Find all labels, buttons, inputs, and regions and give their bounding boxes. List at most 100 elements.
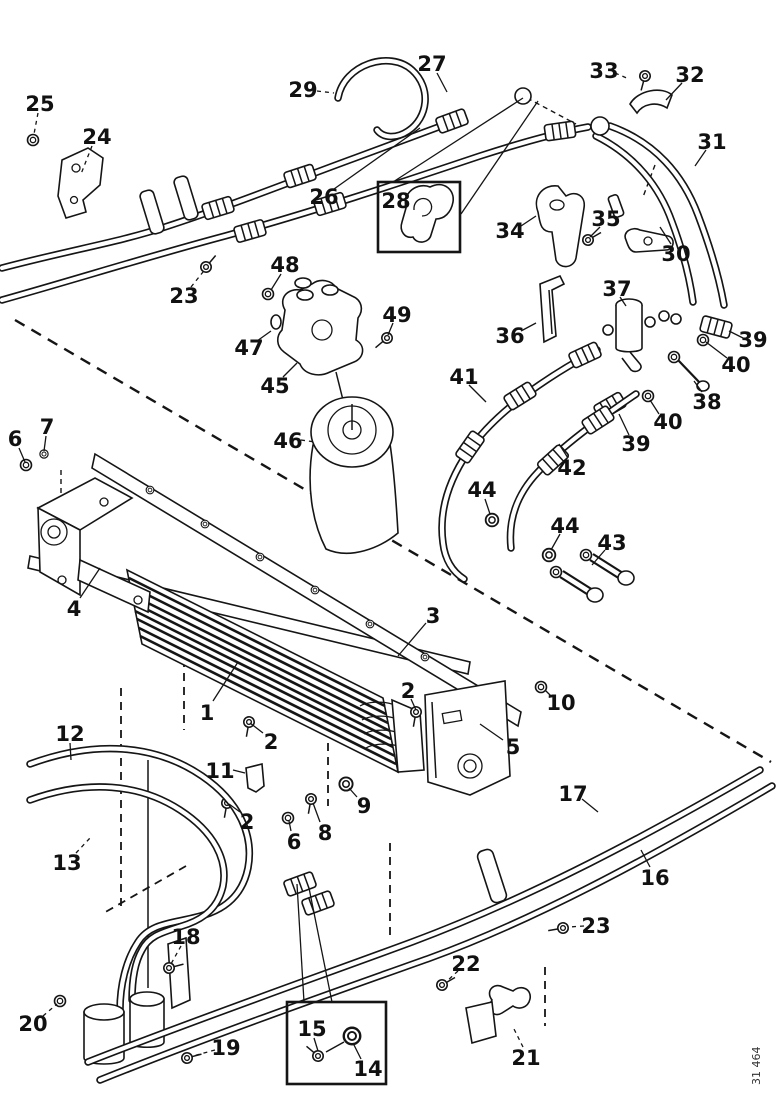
callout-8-10: 8 [318, 821, 333, 845]
hose-clamp-strap [139, 189, 165, 235]
leader-line-38 [693, 380, 703, 393]
leader-line-34 [520, 215, 537, 227]
leader-line-10 [544, 689, 553, 698]
clamp-28 [400, 183, 454, 243]
callout-6-7: 6 [8, 427, 23, 451]
leader-line-17 [581, 798, 599, 813]
callout-2-2: 2 [240, 810, 255, 834]
callout-2-3: 2 [401, 679, 416, 703]
valve-and-fittings-assembly [438, 274, 734, 603]
leader-line-49 [387, 322, 394, 336]
leader-line-3 [397, 622, 427, 657]
clamp-21 [488, 984, 531, 1016]
callout-38-41: 38 [692, 390, 721, 414]
callout-35-38: 35 [591, 207, 620, 231]
leader-line-32 [665, 82, 683, 101]
clip-11 [245, 762, 265, 793]
leader-line-1 [212, 661, 239, 702]
leader-line-11 [232, 769, 246, 774]
callout-16-18: 16 [640, 866, 669, 890]
callout-19-21: 19 [211, 1036, 240, 1060]
callout-34-37: 34 [495, 219, 524, 243]
clamp-32 [629, 89, 673, 115]
leader-line-16 [640, 849, 651, 868]
leader-line-33 [614, 72, 630, 80]
oil-cooler-core-1 [125, 568, 425, 774]
leader-line-39 [618, 413, 630, 436]
drawing-number: 31 464 [750, 1047, 763, 1086]
nut-25 [26, 133, 40, 147]
callout-17-19: 17 [558, 782, 587, 806]
panel-plane-dashed-line [14, 318, 772, 764]
leader-line-2 [228, 803, 241, 813]
callout-44-50: 44 [550, 514, 579, 538]
nut-40 [696, 333, 710, 347]
callout-23-26: 23 [581, 914, 610, 938]
elbow-fitting [83, 991, 165, 1065]
pipe-clamp-strap [476, 848, 508, 904]
callout-36-39: 36 [495, 324, 524, 348]
leader-line-25 [33, 112, 39, 135]
leader-line-39 [728, 330, 744, 339]
inset-boxes [285, 97, 539, 1086]
callout-48-54: 48 [270, 253, 299, 277]
callout-49-55: 49 [382, 303, 411, 327]
callout-40-44: 40 [721, 353, 750, 377]
leader-line-44 [484, 498, 491, 515]
leader-line-24 [80, 145, 93, 175]
callout-42-47: 42 [557, 456, 586, 480]
callout-7-9: 7 [40, 415, 55, 439]
leader-line-26 [333, 127, 421, 190]
callout-13-15: 13 [52, 851, 81, 875]
clamp-21-base [465, 1001, 497, 1045]
grommet-9 [338, 776, 354, 792]
leader-line-31 [694, 149, 707, 167]
leader-line-20 [42, 1003, 58, 1017]
callout-30-33: 30 [661, 242, 690, 266]
filter-adapter-45 [276, 279, 364, 376]
callout-labels: 1222345667891011121314151617181920212223… [8, 52, 768, 1081]
leader-line-44 [550, 533, 561, 551]
callout-6-8: 6 [287, 830, 302, 854]
callout-47-53: 47 [234, 336, 263, 360]
grommet-14 [342, 1026, 362, 1046]
inset-pointer-line [308, 887, 333, 1003]
leader-line-42 [558, 443, 569, 459]
bracket-plate [167, 936, 191, 1010]
callout-9-11: 9 [357, 794, 372, 818]
leader-line-22 [445, 970, 459, 983]
clamp-44 [484, 512, 500, 528]
leader-line-19 [192, 1049, 216, 1057]
callout-40-45: 40 [653, 410, 682, 434]
leader-line-2 [249, 722, 264, 734]
leader-line-47 [256, 330, 272, 342]
leader-line-36 [520, 322, 537, 332]
leader-line-43 [591, 549, 606, 566]
hose-end-fitting [590, 116, 610, 136]
leader-line-40 [705, 341, 728, 359]
callout-leader-lines [18, 72, 744, 1060]
clamp-44 [541, 547, 557, 563]
callout-43-48: 43 [597, 531, 626, 555]
inset-pointer-line [392, 97, 524, 183]
callout-20-22: 20 [18, 1012, 47, 1036]
gasket-47 [270, 314, 282, 330]
callout-28-31: 28 [381, 189, 410, 213]
spacer [607, 193, 625, 219]
leader-line-14 [352, 1042, 362, 1060]
callout-24-27: 24 [82, 125, 111, 149]
inset-pointer-line [296, 883, 305, 1003]
leader-line-6 [288, 820, 292, 832]
bolt-2 [240, 715, 256, 739]
bolt-38 [677, 359, 701, 384]
leader-line-9 [348, 787, 358, 798]
leader-line-7 [43, 435, 47, 452]
callout-46-52: 46 [273, 429, 302, 453]
bolt-49 [371, 329, 396, 353]
bolt-23 [546, 921, 570, 937]
bracket-4 [36, 477, 151, 614]
bracket-36 [539, 274, 566, 344]
bolt-8 [302, 792, 318, 816]
leader-line-35 [589, 226, 601, 238]
